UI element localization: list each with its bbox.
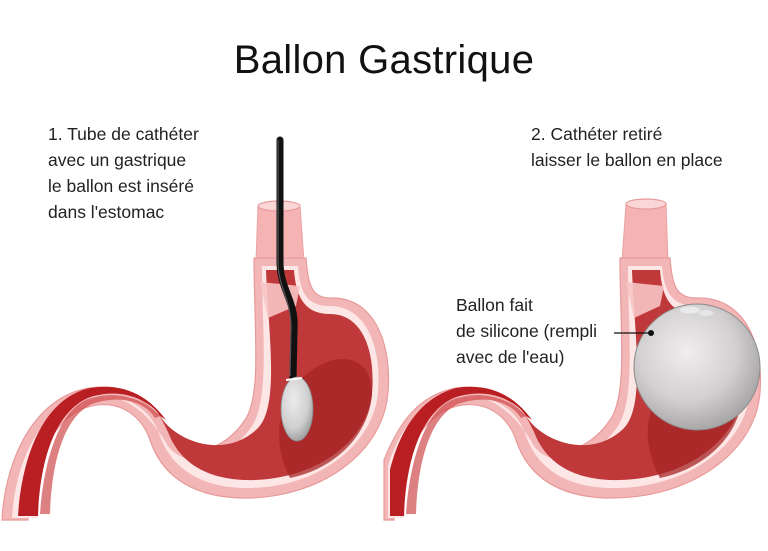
deflated-balloon bbox=[280, 376, 314, 442]
caption-step-2: 2. Cathéter retiré laisser le ballon en … bbox=[531, 124, 723, 170]
duodenum-left bbox=[18, 386, 166, 516]
stomach-left bbox=[1, 136, 390, 521]
balloon-callout-label: Ballon fait de silicone (rempli avec de … bbox=[456, 295, 598, 367]
duodenum-right bbox=[390, 386, 532, 516]
inflated-balloon bbox=[633, 303, 761, 431]
stomach-right bbox=[383, 198, 762, 521]
diagram-title: Ballon Gastrique bbox=[233, 38, 535, 82]
catheter-tube bbox=[276, 136, 298, 382]
caption-step-1: 1. Tube de cathéter avec un gastrique le… bbox=[48, 124, 199, 222]
callout-dot bbox=[648, 330, 654, 336]
esophagus-right bbox=[621, 203, 669, 263]
